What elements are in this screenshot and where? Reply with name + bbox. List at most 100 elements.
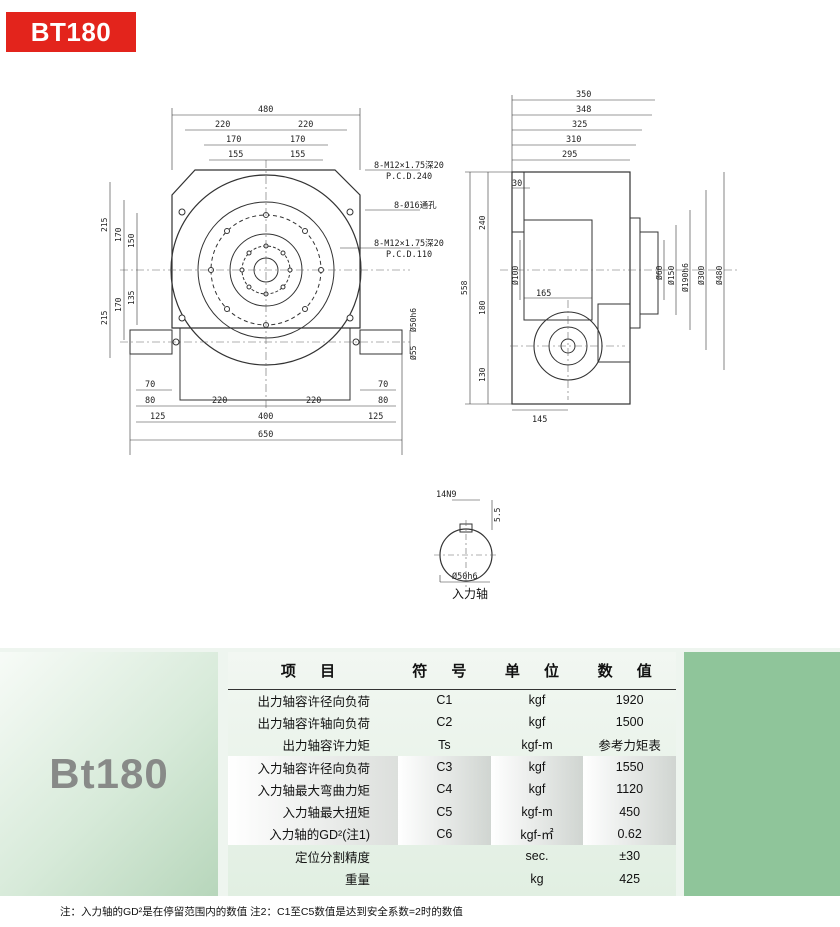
dim-d300: Ø300 bbox=[696, 266, 706, 285]
spec-item: 定位分割精度 bbox=[294, 850, 370, 865]
dim-50h6: Ø50h6 bbox=[408, 308, 418, 332]
spec-symbol bbox=[398, 845, 491, 867]
spec-unit: kgf bbox=[490, 755, 584, 779]
spec-value: 450 bbox=[583, 800, 676, 823]
dim-220-r: 220 bbox=[298, 120, 313, 130]
spec-unit: kgf bbox=[490, 778, 584, 801]
spec-value: ±30 bbox=[619, 849, 641, 864]
dim-215-top: 215 bbox=[100, 217, 109, 232]
dim-130: 130 bbox=[478, 367, 487, 382]
input-shaft-caption: 入力轴 bbox=[452, 586, 488, 601]
dim-55: Ø55 bbox=[408, 345, 418, 360]
header-symbol: 符 号 bbox=[398, 652, 491, 690]
dim-125-l: 125 bbox=[150, 412, 165, 422]
callout-m12-a: 8-M12×1.75深20 bbox=[374, 161, 444, 171]
spec-value: 1550 bbox=[583, 755, 676, 779]
dim-400: 400 bbox=[258, 412, 273, 422]
dim-170-bot: 170 bbox=[114, 297, 123, 312]
spec-value: 参考力矩表 bbox=[598, 739, 661, 754]
spec-unit: kg bbox=[530, 871, 544, 886]
header-value: 数 值 bbox=[583, 652, 676, 690]
dim-325: 325 bbox=[572, 120, 587, 130]
technical-drawing: 480 220 220 170 170 155 155 215 170 150 … bbox=[0, 60, 840, 640]
footnote: 注：入力轴的GD²是在停留范围内的数值 注2：C1至C5数值是达到安全系数=2时… bbox=[60, 906, 463, 918]
callout-m12-b: 8-M12×1.75深20 bbox=[374, 239, 444, 249]
spec-row: 定位分割精度 sec. ±30 bbox=[228, 845, 676, 867]
dim-80-l: 80 bbox=[145, 396, 155, 406]
dim-170-r: 170 bbox=[290, 135, 305, 145]
dim-shaft-d50h6: Ø50h6 bbox=[452, 571, 478, 582]
front-housing bbox=[171, 169, 361, 329]
dim-145: 145 bbox=[532, 415, 547, 425]
callout-pcd240: P.C.D.240 bbox=[386, 172, 432, 182]
dim-170-top: 170 bbox=[114, 227, 123, 242]
spec-unit: kgf-m bbox=[521, 737, 553, 752]
callout-16-holes: 8-Ø16通孔 bbox=[394, 200, 437, 211]
dim-5-5: 5.5 bbox=[493, 507, 502, 522]
spec-unit: kgf bbox=[528, 715, 546, 730]
dim-30: 30 bbox=[512, 179, 522, 189]
dim-240: 240 bbox=[478, 215, 487, 230]
dim-310: 310 bbox=[566, 135, 581, 145]
dim-70-r: 70 bbox=[378, 380, 388, 390]
dim-d100: Ø100 bbox=[510, 266, 520, 285]
spec-symbol bbox=[398, 867, 491, 889]
dim-d60: Ø60 bbox=[654, 265, 664, 280]
dim-135: 135 bbox=[127, 290, 136, 305]
spec-item: 入力轴最大弯曲力矩 bbox=[228, 778, 398, 801]
header-item: 项 目 bbox=[228, 652, 398, 690]
dim-155-l: 155 bbox=[228, 150, 243, 160]
spec-symbol: C2 bbox=[436, 715, 453, 730]
model-label: Bt180 bbox=[49, 750, 169, 797]
spec-item: 入力轴最大扭矩 bbox=[228, 800, 398, 823]
spec-item: 入力轴的GD²(注1) bbox=[228, 822, 398, 846]
dim-80-r: 80 bbox=[378, 396, 388, 406]
spec-item: 入力轴容许径向负荷 bbox=[228, 755, 398, 779]
spec-item: 重量 bbox=[344, 873, 370, 888]
dim-155-r: 155 bbox=[290, 150, 305, 160]
spec-value: 425 bbox=[619, 871, 641, 886]
spec-unit: sec. bbox=[525, 849, 549, 864]
dim-d480: Ø480 bbox=[714, 266, 724, 285]
header-unit: 单 位 bbox=[490, 652, 584, 690]
spec-symbol: C4 bbox=[398, 778, 491, 801]
dim-180: 180 bbox=[478, 300, 487, 315]
dim-348: 348 bbox=[576, 105, 591, 115]
dim-220-l: 220 bbox=[215, 120, 230, 130]
spec-value: 1500 bbox=[615, 715, 644, 730]
dim-220-br: 220 bbox=[306, 396, 321, 406]
spec-symbol: C6 bbox=[398, 822, 491, 846]
dim-170-l: 170 bbox=[226, 135, 241, 145]
dim-220-bl: 220 bbox=[212, 396, 227, 406]
dim-d150: Ø150 bbox=[666, 266, 676, 285]
spec-row: 重量 kg 425 bbox=[228, 867, 676, 889]
spec-value: 1920 bbox=[615, 693, 644, 708]
spec-header-row: 项 目 符 号 单 位 数 值 bbox=[228, 652, 676, 690]
dim-70-l: 70 bbox=[145, 380, 155, 390]
spec-unit: kgf bbox=[528, 693, 546, 708]
dim-350: 350 bbox=[576, 90, 591, 100]
model-panel: Bt180 bbox=[0, 652, 218, 896]
dim-125-r: 125 bbox=[368, 412, 383, 422]
decorative-panel bbox=[684, 652, 840, 896]
callout-pcd110: P.C.D.110 bbox=[386, 250, 432, 260]
dim-480: 480 bbox=[258, 105, 273, 115]
side-housing bbox=[511, 171, 631, 405]
model-badge: BT180 bbox=[6, 12, 136, 52]
spec-symbol: C5 bbox=[398, 800, 491, 823]
spec-value: 1120 bbox=[583, 778, 676, 801]
spec-item: 出力轴容许径向负荷 bbox=[257, 694, 370, 709]
dim-165: 165 bbox=[536, 289, 551, 299]
dim-215-bot: 215 bbox=[100, 310, 109, 325]
dim-650: 650 bbox=[258, 430, 273, 440]
spec-unit: kgf-㎡ bbox=[490, 822, 584, 846]
